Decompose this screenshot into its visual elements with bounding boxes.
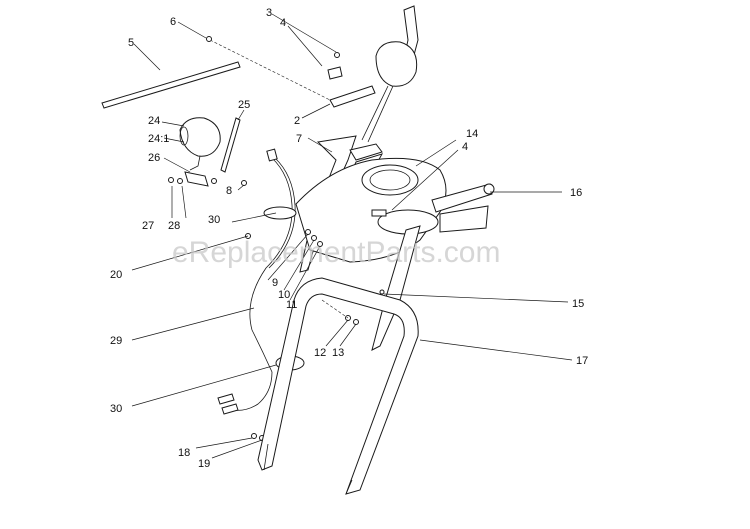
callout-7: 7 (296, 133, 302, 145)
clip-part-4 (327, 66, 343, 80)
cable-tie-part-30-upper (263, 206, 297, 220)
callout-14: 14 (466, 128, 478, 140)
callout-4-mid: 4 (462, 141, 468, 153)
callout-29: 29 (110, 335, 122, 347)
lower-handle-part-17 (257, 277, 419, 495)
callout-19: 19 (198, 458, 210, 470)
rod-part-5 (101, 61, 241, 109)
callout-30-upper: 30 (208, 214, 220, 226)
callout-3: 3 (266, 7, 272, 19)
callout-5: 5 (128, 37, 134, 49)
callout-25: 25 (238, 99, 250, 111)
handle-grip-part-16 (431, 183, 495, 233)
callout-27: 27 (142, 220, 154, 232)
callout-13: 13 (332, 347, 344, 359)
callout-labels: 5 6 3 4 2 24 24:1 26 25 7 8 27 28 30 14 … (110, 7, 588, 470)
callout-30-lower: 30 (110, 403, 122, 415)
callout-6: 6 (170, 16, 176, 28)
callout-26: 26 (148, 152, 160, 164)
screw-part-6 (206, 36, 212, 42)
light-bracket-part-26 (168, 171, 217, 187)
wire-harness-part-29 (217, 148, 296, 415)
callout-8: 8 (226, 185, 232, 197)
screw-part-8 (241, 180, 247, 186)
callout-28: 28 (168, 220, 180, 232)
callout-9: 9 (272, 277, 278, 289)
callout-11: 11 (286, 299, 297, 311)
callout-12: 12 (314, 347, 326, 359)
watermark: eReplacementParts.com (172, 236, 500, 269)
callout-24: 24 (148, 115, 160, 127)
assembly-line (209, 39, 331, 101)
bolt-part-25 (220, 117, 241, 173)
callout-15: 15 (572, 298, 584, 310)
callout-4-top: 4 (280, 17, 286, 29)
screw-part-3 (334, 52, 340, 58)
callout-24-1: 24:1 (148, 133, 169, 145)
callout-2: 2 (294, 115, 300, 127)
leader-lines (131, 13, 573, 459)
callout-10: 10 (278, 289, 290, 301)
callout-18: 18 (178, 447, 190, 459)
callout-16: 16 (570, 187, 582, 199)
callout-20: 20 (110, 269, 122, 281)
callout-17: 17 (576, 355, 588, 367)
bracket-part-2 (329, 85, 376, 108)
headlight-part-24 (179, 117, 221, 171)
shift-lever (361, 5, 419, 143)
